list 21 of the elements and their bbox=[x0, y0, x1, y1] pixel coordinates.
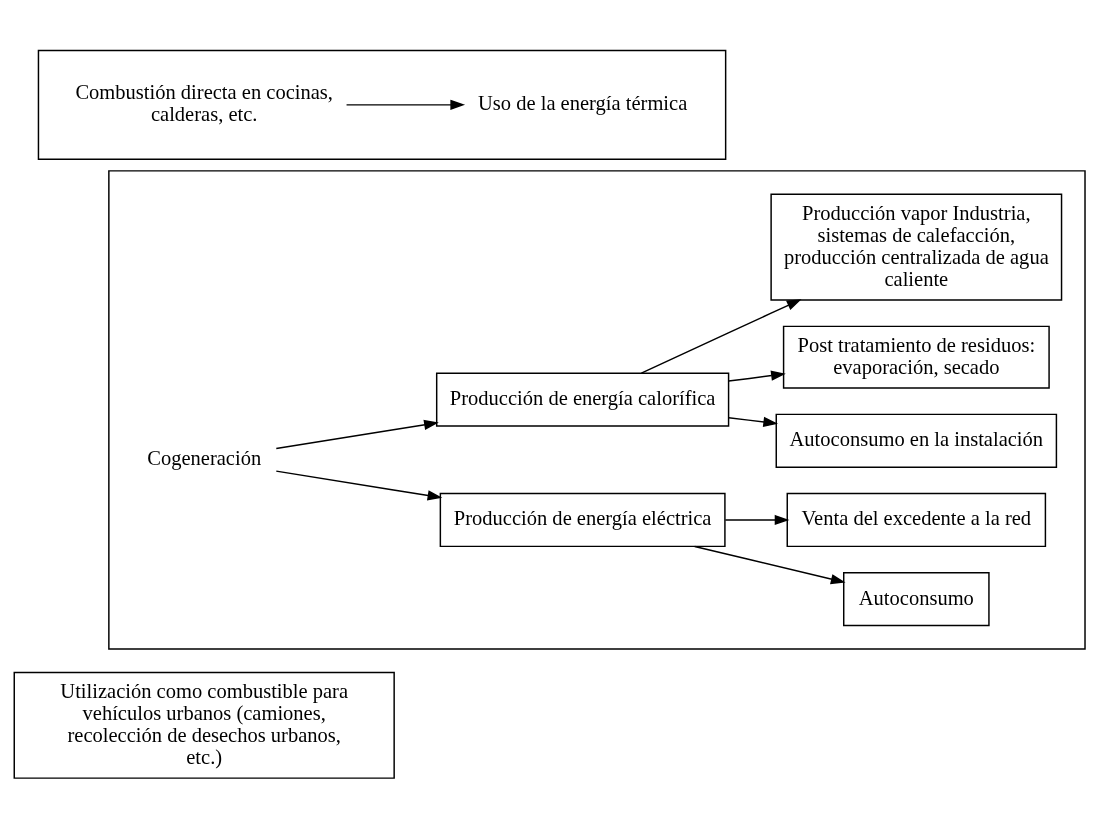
node-box: Autoconsumo en la instalación bbox=[775, 413, 1058, 468]
node-box: Utilización como combustible para vehículos urbanos (camiones, recolección de desechos urbanos, etc.) bbox=[13, 671, 395, 779]
arrow bbox=[693, 545, 846, 585]
arrow bbox=[727, 416, 778, 428]
node-box: Producción de energía calorífica bbox=[435, 372, 730, 427]
node-text: Uso de la energía térmica bbox=[478, 92, 688, 115]
cluster bbox=[37, 49, 727, 160]
node-box: Producción de energía eléctrica bbox=[439, 492, 726, 548]
arrow bbox=[275, 470, 443, 501]
node-box: Producción vapor Industria, sistemas de calefacción, producción centralizada de agua caliente bbox=[770, 193, 1063, 301]
arrow bbox=[345, 99, 466, 110]
node-text: Cogeneración bbox=[147, 447, 262, 470]
arrow bbox=[640, 299, 802, 374]
cluster bbox=[108, 170, 1086, 650]
arrow bbox=[275, 419, 439, 450]
node-box: Venta del excedente a la red bbox=[786, 492, 1047, 548]
arrow bbox=[727, 370, 786, 382]
arrow bbox=[724, 514, 790, 526]
node-box: Post tratamiento de residuos: evaporación, secado bbox=[782, 325, 1050, 389]
node-box: Autoconsumo bbox=[843, 572, 990, 627]
node-text: Combustión directa en cocinas, calderas, etc. bbox=[75, 81, 333, 126]
